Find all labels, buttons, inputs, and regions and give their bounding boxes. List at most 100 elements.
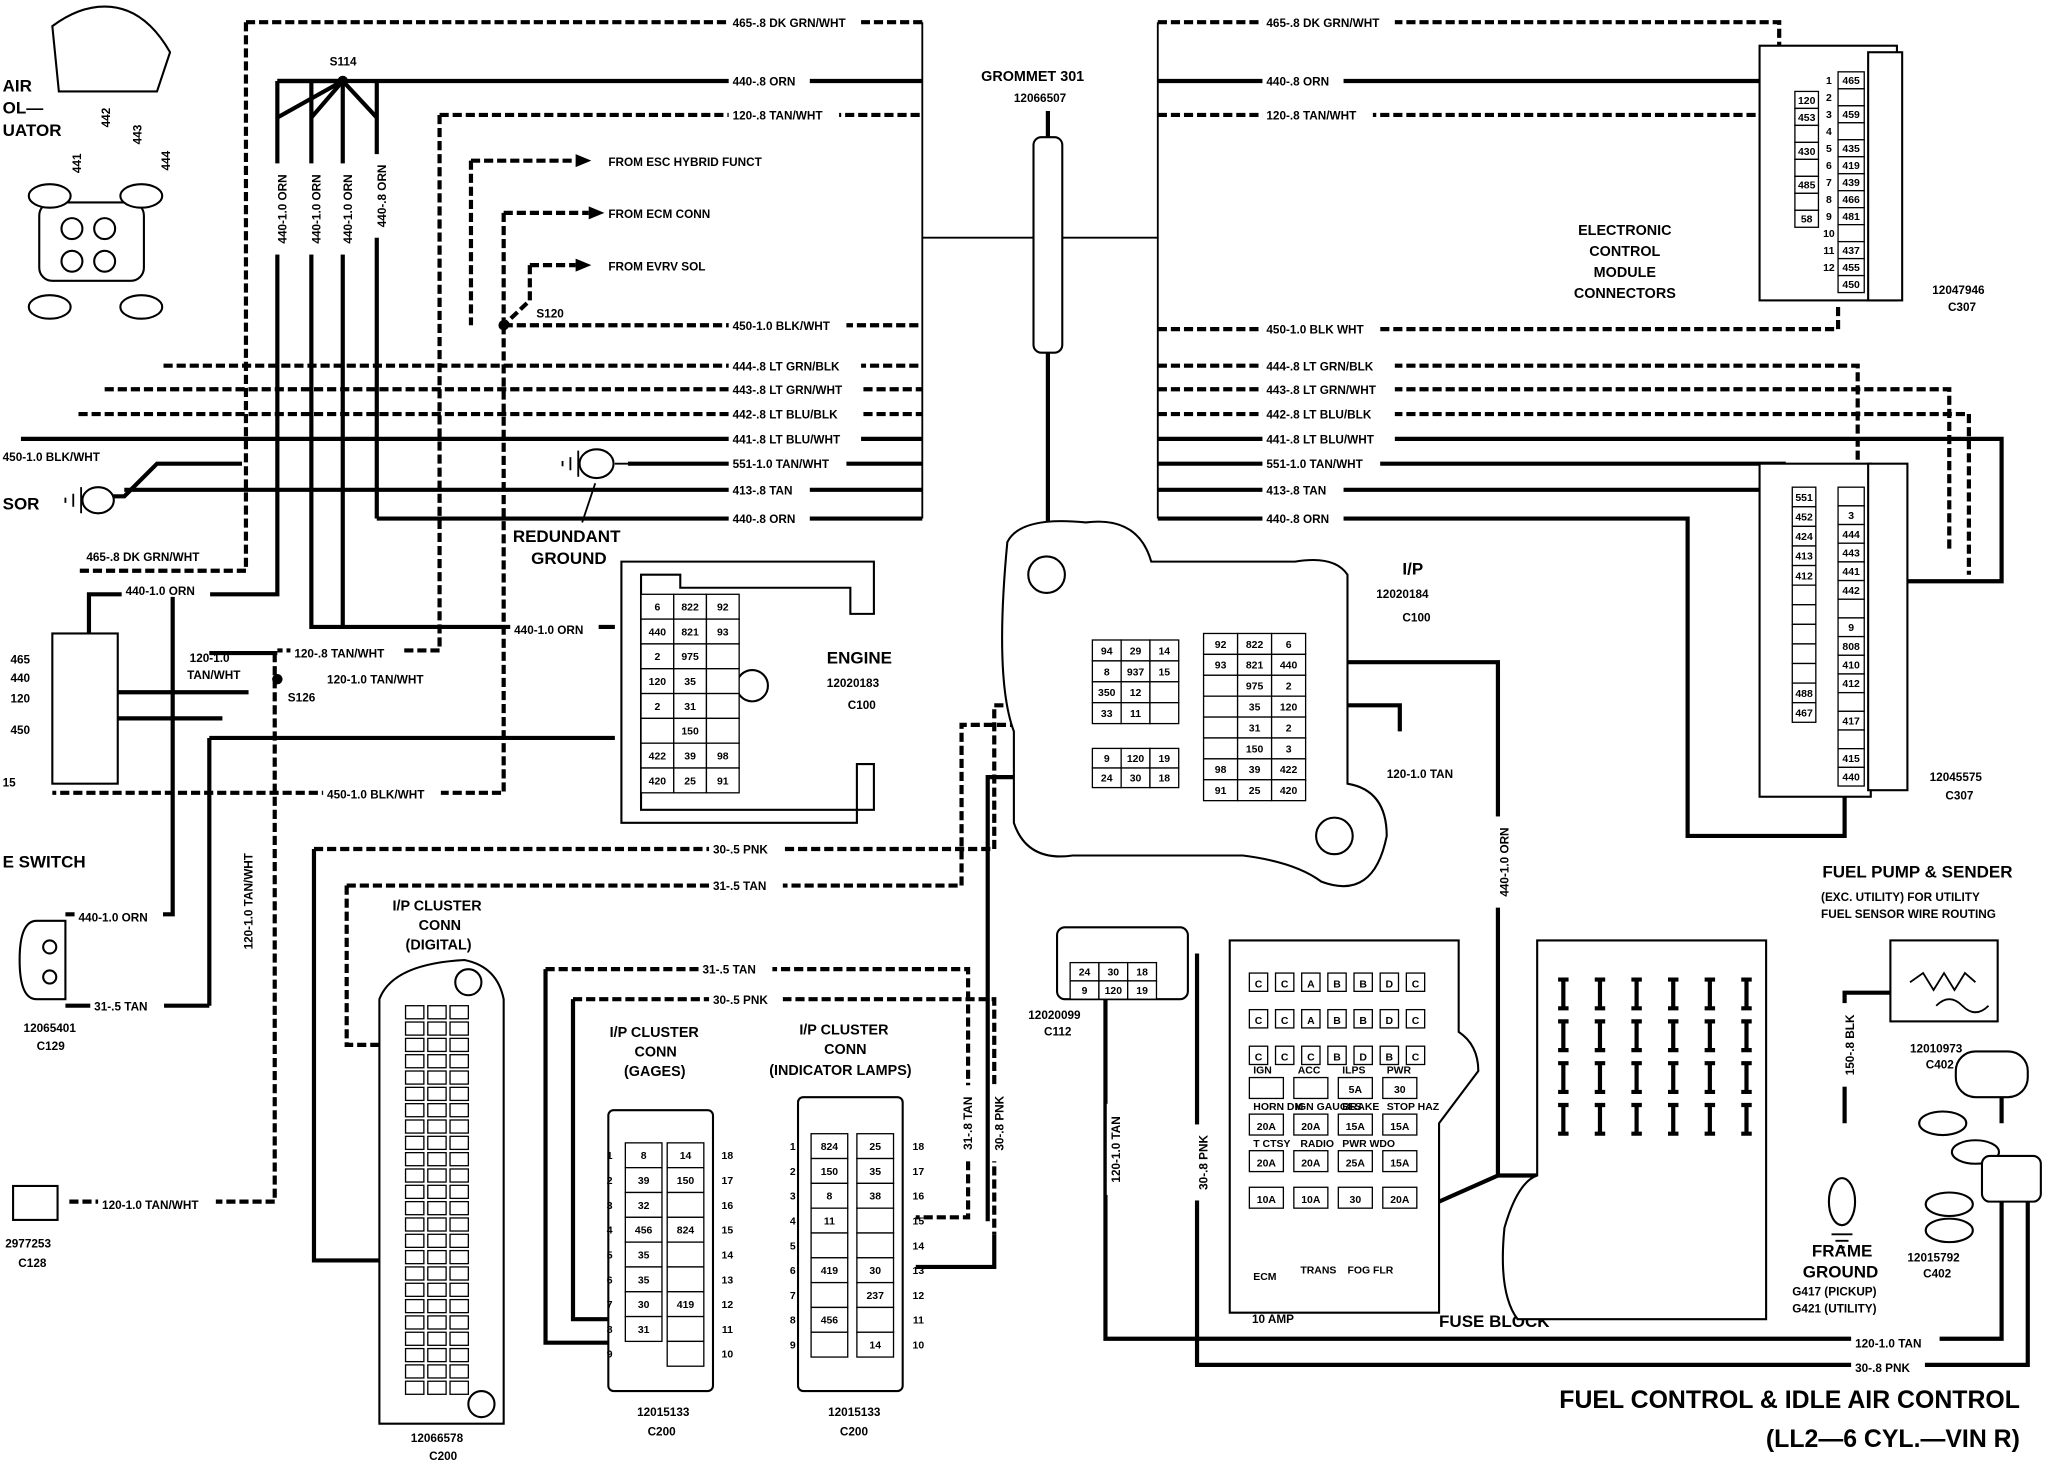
component-label: C200 bbox=[429, 1450, 458, 1463]
fuse bbox=[1293, 1076, 1329, 1100]
wire-label-bg bbox=[728, 14, 862, 29]
wire-label: 440-.8 ORN bbox=[733, 76, 796, 89]
wire-label: 440-.8 ORN bbox=[733, 513, 796, 526]
gages-pin-number: 3 bbox=[607, 1201, 613, 1212]
component-label: S120 bbox=[536, 307, 564, 320]
wire-label: 450-1.0 BLK/WHT bbox=[733, 320, 831, 333]
component-label: G417 (PICKUP) bbox=[1792, 1286, 1876, 1299]
rear-fuse bbox=[1741, 977, 1752, 1011]
wire-label: 443-.8 LT GRN/WHT bbox=[1266, 384, 1376, 397]
wire-label: 465-.8 DK GRN/WHT bbox=[1266, 17, 1380, 30]
component-label: I/P CLUSTER bbox=[799, 1022, 889, 1038]
cluster-digital-cavity bbox=[449, 1054, 470, 1069]
engine-cavity-label: 6 bbox=[654, 603, 660, 614]
wire-from-esc bbox=[468, 158, 576, 326]
engine-cavity-label: 25 bbox=[684, 776, 696, 787]
component-label: (INDICATOR LAMPS) bbox=[769, 1063, 912, 1079]
fuse-amp-label: 20A bbox=[1257, 1122, 1277, 1133]
lamps-right-cavity-label: 38 bbox=[869, 1192, 881, 1203]
wire-label-bg bbox=[98, 1196, 216, 1211]
fuse-relay-label: B bbox=[1359, 979, 1367, 990]
lamps-pin-number: 7 bbox=[790, 1291, 796, 1302]
iac-pin bbox=[93, 217, 117, 241]
splice-s126 bbox=[272, 673, 283, 685]
component-label: 12020184 bbox=[1376, 588, 1429, 601]
wire-label: 450-1.0 BLK WHT bbox=[1266, 324, 1364, 337]
lamps-pin-number: 15 bbox=[913, 1216, 925, 1227]
ecm-bottom-right-cavity-label: 412 bbox=[1842, 679, 1860, 690]
iac-pin bbox=[60, 217, 84, 241]
fuse-relay-cell bbox=[1353, 972, 1373, 992]
ecm-bottom-left-cavity-label: 452 bbox=[1795, 512, 1813, 523]
cluster-digital-cavity bbox=[427, 1298, 447, 1314]
wire-label: 440-.8 ORN bbox=[1266, 76, 1329, 89]
ecm-bottom-right-cavity bbox=[1837, 486, 1865, 507]
wire-120-left bbox=[207, 650, 615, 1006]
ecm-top-cavity-label: 419 bbox=[1842, 161, 1860, 172]
fuse-relay-label: B bbox=[1386, 1053, 1394, 1064]
gages-pin-number: 17 bbox=[722, 1176, 734, 1187]
wire-label-bg bbox=[239, 840, 256, 962]
gages-pin-number: 18 bbox=[722, 1151, 734, 1162]
ip-left-cavity-label: 8 bbox=[1104, 667, 1110, 678]
ground-icon bbox=[1831, 1233, 1853, 1249]
fuse-circuit-label: ECM bbox=[1253, 1272, 1276, 1283]
component-label: CONNECTORS bbox=[1574, 286, 1676, 302]
fuse-relay-cell bbox=[1274, 1008, 1295, 1029]
cluster-digital-cavity bbox=[404, 1070, 425, 1085]
fuse-circuit-label: IGN GAUGES bbox=[1295, 1102, 1362, 1113]
wire-label-bg bbox=[1262, 510, 1344, 526]
component-label: CONN bbox=[419, 918, 461, 934]
wire-label: 442-.8 LT BLU/BLK bbox=[733, 409, 838, 422]
ecm-top-left-cavity bbox=[1794, 209, 1820, 228]
c112-cavity-label: 120 bbox=[1105, 986, 1123, 997]
cluster-digital-cavity bbox=[449, 1266, 470, 1281]
ground-lug-redundant bbox=[578, 448, 615, 480]
ecm-top-pin-number: 2 bbox=[1826, 93, 1832, 104]
cluster-digital-cavity bbox=[404, 1135, 425, 1151]
cluster-digital-cavity bbox=[427, 1119, 447, 1134]
cluster-digital-cavity bbox=[449, 1217, 470, 1232]
ip-small-cavity-label: 19 bbox=[1159, 754, 1171, 765]
engine-cavity-label: 420 bbox=[649, 776, 667, 787]
component-label: FROM ECM CONN bbox=[608, 208, 710, 221]
gages-left-cavity-label: 31 bbox=[638, 1325, 650, 1336]
wire-label-bg bbox=[82, 548, 215, 563]
wire-label-bg bbox=[1262, 431, 1395, 446]
iac-pin-442-tag bbox=[27, 294, 72, 320]
component-label: C129 bbox=[37, 1040, 66, 1053]
ecm-top-left-cavity bbox=[1794, 192, 1820, 211]
fuse-relay-cell bbox=[1274, 972, 1295, 992]
rear-fuse bbox=[1594, 1061, 1606, 1095]
wire-label: 30-.8 PNK bbox=[993, 1095, 1006, 1150]
engine-cavity-label: 2 bbox=[654, 652, 660, 663]
rear-fuse bbox=[1704, 1102, 1716, 1136]
engine-cavity-label: 93 bbox=[717, 627, 729, 638]
rear-fuse bbox=[1631, 977, 1642, 1011]
ecm-bottom-right-cavity-label: 444 bbox=[1842, 530, 1860, 541]
engine-cavity bbox=[705, 742, 740, 769]
lamps-right-cavity bbox=[856, 1281, 895, 1309]
lamps-pin-number: 13 bbox=[913, 1266, 925, 1277]
wire-label: 440-1.0 ORN bbox=[342, 174, 355, 243]
rear-fuse bbox=[1741, 1019, 1752, 1053]
fuse-amp-label: 25A bbox=[1346, 1158, 1366, 1169]
lamps-pin-number: 1 bbox=[790, 1142, 796, 1153]
ecm-bottom-right-cavity bbox=[1837, 691, 1865, 712]
fuse-relay-label: C bbox=[1255, 979, 1263, 990]
wire-left-conn bbox=[115, 690, 249, 721]
fuse-relay-label: C bbox=[1281, 1016, 1289, 1027]
fuse-relay-label: B bbox=[1333, 1053, 1341, 1064]
ecm-bottom-left-cavity bbox=[1791, 604, 1817, 625]
gages-left-cavity-label: 35 bbox=[638, 1250, 650, 1261]
wire-441-right bbox=[1157, 436, 2004, 584]
lamps-right-cavity bbox=[856, 1331, 895, 1358]
wire-label-bg bbox=[1262, 381, 1395, 396]
gages-left-cavity bbox=[624, 1191, 663, 1218]
gages-left-cavity-label: 30 bbox=[638, 1300, 650, 1311]
wire-31-mid-v bbox=[543, 969, 615, 1345]
component-label: G421 (UTILITY) bbox=[1792, 1303, 1876, 1316]
ip-left-cavity-label: 350 bbox=[1098, 688, 1116, 699]
